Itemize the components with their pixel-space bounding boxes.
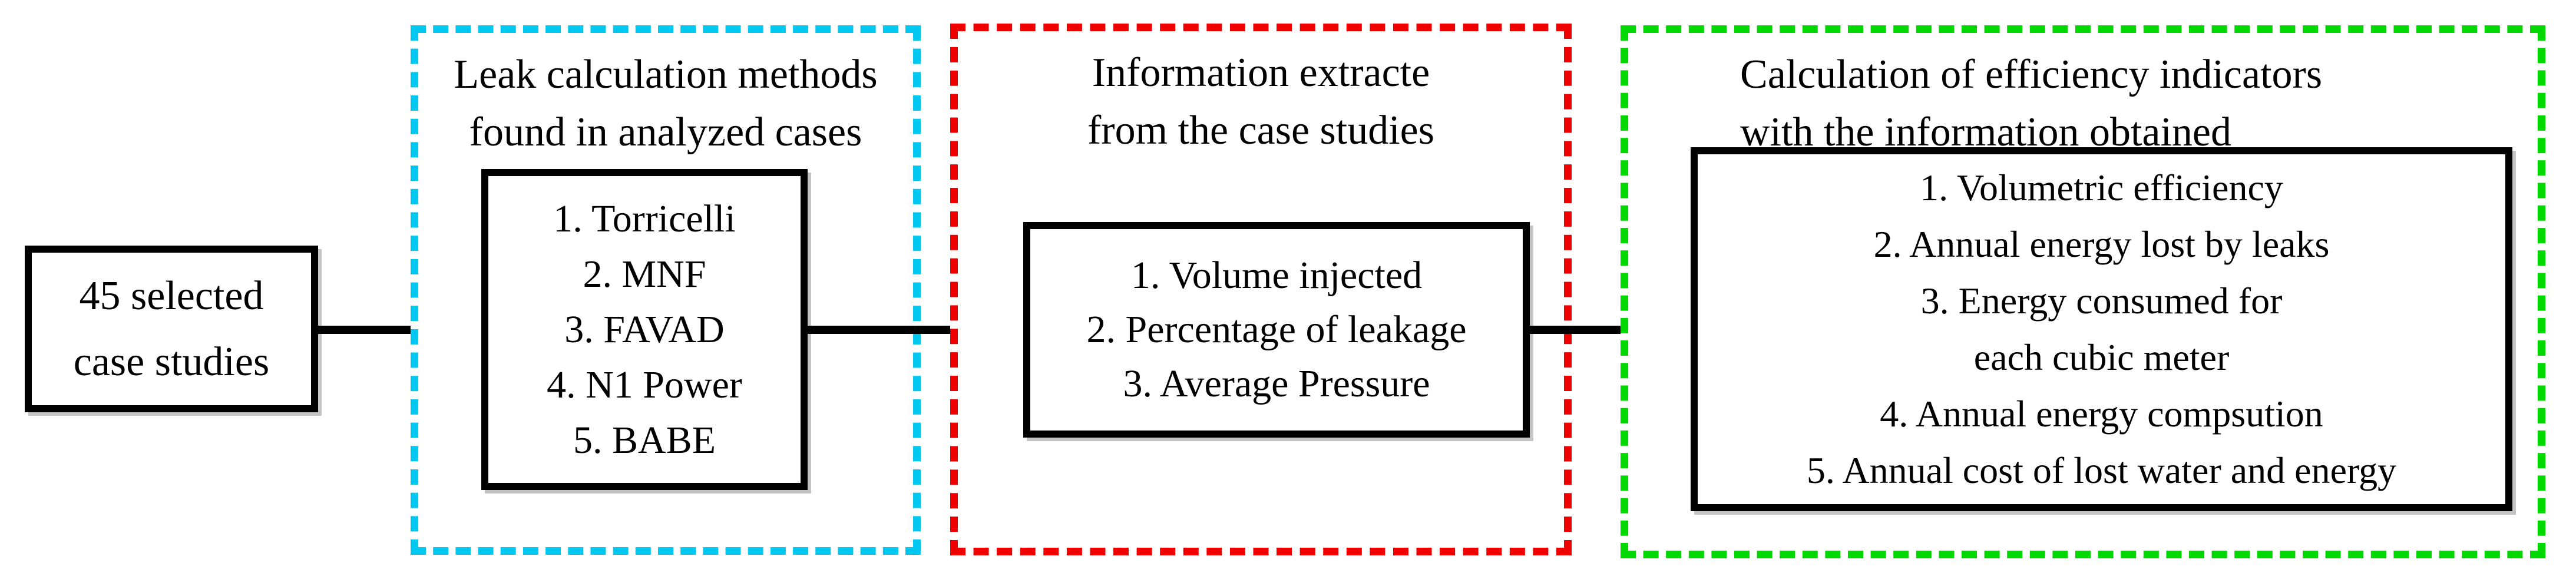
list-item: 3. Average Pressure: [1123, 362, 1430, 405]
arrow-shaft: [318, 326, 436, 334]
group-title-line: found in analyzed cases: [469, 110, 862, 155]
list-item: 5. BABE: [573, 418, 716, 462]
indicators-list-box: 1. Volumetric efficiency 2. Annual energ…: [1691, 147, 2512, 511]
list-item: 2. Annual energy lost by leaks: [1873, 223, 2330, 265]
list-item: 1. Volume injected: [1130, 254, 1423, 297]
group-title: Leak calculation methods found in analyz…: [418, 33, 913, 161]
group-title-line: from the case studies: [1087, 108, 1434, 153]
list-item: each cubic meter: [1973, 336, 2230, 378]
group-title-line: Leak calculation methods: [454, 52, 878, 97]
information-list-box: 1. Volume injected 2. Percentage of leak…: [1023, 222, 1530, 438]
group-title: Information extracte from the case studi…: [958, 31, 1564, 160]
list-item: 2. MNF: [583, 252, 706, 296]
group-leak-calculation-methods: Leak calculation methods found in analyz…: [411, 25, 921, 555]
group-title: Calculation of efficiency indicators wit…: [1628, 33, 2538, 161]
group-information-extracted: Information extracte from the case studi…: [950, 24, 1572, 555]
list-item: 5. Annual cost of lost water and energy: [1806, 449, 2397, 491]
group-title-line: Calculation of efficiency indicators: [1740, 52, 2323, 97]
start-box: 45 selected case studies: [25, 246, 318, 412]
group-title-line: Information extracte: [1092, 50, 1430, 95]
list-item: 1. Volumetric efficiency: [1920, 167, 2283, 208]
list-item: 4. Annual energy compsution: [1880, 393, 2323, 435]
list-item: 2. Percentage of leakage: [1086, 308, 1467, 351]
methods-list-box: 1. Torricelli 2. MNF 3. FAVAD 4. N1 Powe…: [481, 169, 808, 490]
start-box-line: 45 selected: [79, 273, 264, 319]
start-box-line: case studies: [73, 339, 270, 385]
list-item: 1. Torricelli: [553, 197, 736, 240]
list-item: 4. N1 Power: [547, 363, 742, 406]
group-efficiency-indicators: Calculation of efficiency indicators wit…: [1621, 25, 2545, 558]
arrow-shaft: [1530, 326, 1646, 334]
arrow-shaft: [808, 326, 973, 334]
list-item: 3. FAVAD: [564, 307, 725, 351]
list-item: 3. Energy consumed for: [1920, 280, 2283, 322]
